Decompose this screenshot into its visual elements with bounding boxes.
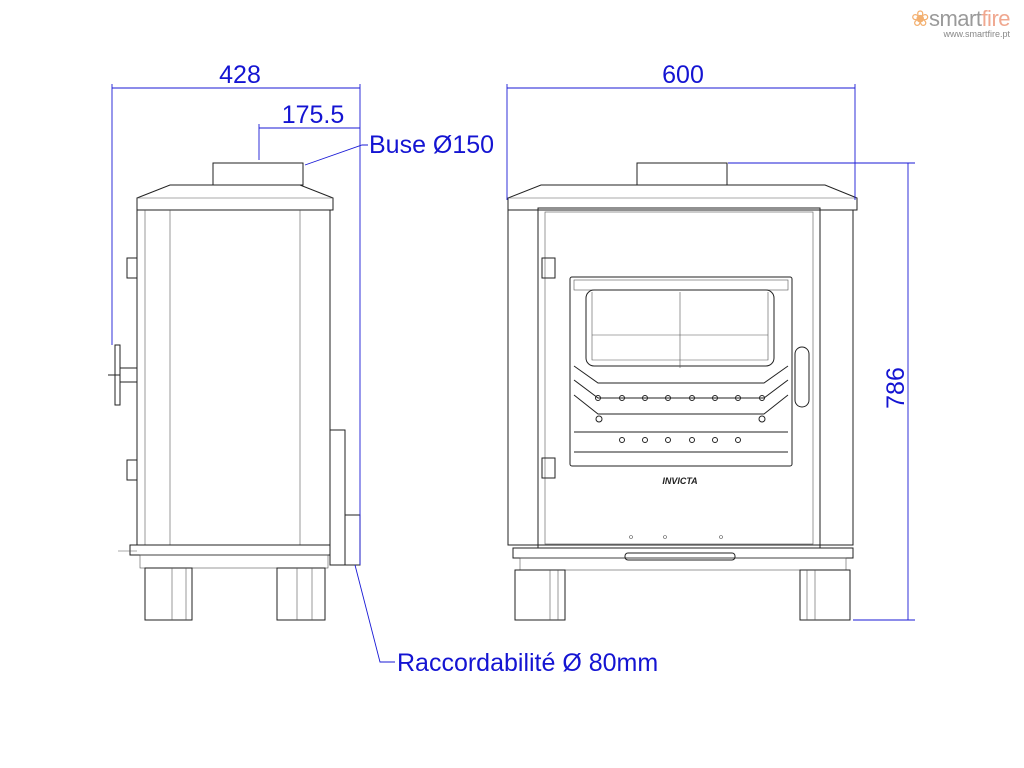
side-view <box>108 162 361 621</box>
smartfire-logo: ❀smartfire www.smartfire.pt <box>911 6 1010 39</box>
air-inlet-label: Raccordabilité Ø 80mm <box>397 649 658 677</box>
flame-icon: ❀ <box>911 6 929 31</box>
side-depth-dimension: 428 <box>219 61 261 89</box>
flue-label: Buse Ø150 <box>369 131 494 159</box>
front-width-dimension: 600 <box>662 61 704 89</box>
front-view: INVICTA <box>507 162 858 621</box>
height-dimension: 786 <box>882 367 910 409</box>
air-holes <box>595 395 766 443</box>
logo-url: www.smartfire.pt <box>943 29 1010 39</box>
flue-offset-dimension: 175.5 <box>282 101 345 129</box>
dimension-lines <box>111 84 915 663</box>
brand-mark: INVICTA <box>662 476 697 486</box>
